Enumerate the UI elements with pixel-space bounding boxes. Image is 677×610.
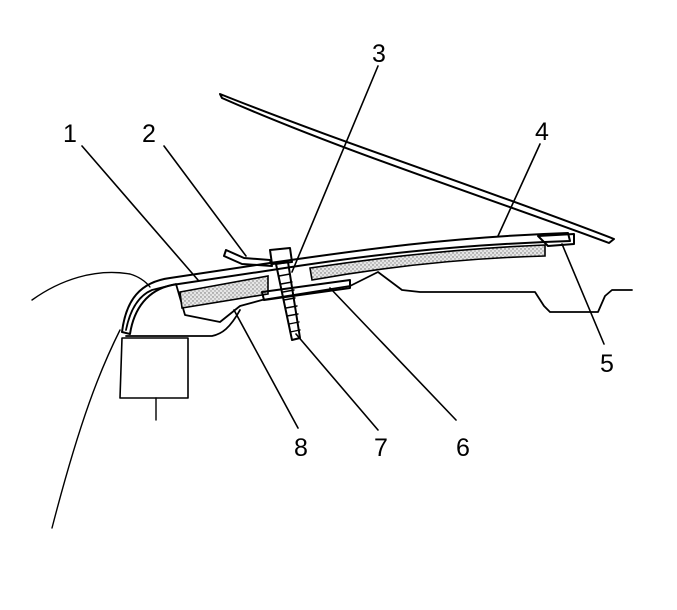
- leader-5: [561, 243, 605, 345]
- fender-outline: [51, 329, 121, 529]
- windshield-molding: [537, 233, 575, 247]
- callout-6: 6: [456, 434, 470, 462]
- callout-1: 1: [63, 120, 77, 148]
- retainer-plate: [261, 279, 351, 301]
- callout-labels: 1 2 3 4 5 6 7 8: [63, 40, 614, 462]
- leader-7: [295, 333, 379, 431]
- leader-6: [329, 287, 457, 421]
- callout-5: 5: [600, 350, 614, 378]
- support-bracket: [119, 337, 189, 421]
- callout-3: 3: [372, 40, 386, 68]
- retaining-clip: [223, 249, 273, 267]
- callout-8: 8: [294, 434, 308, 462]
- leader-4: [497, 143, 541, 237]
- callout-7: 7: [374, 434, 388, 462]
- leader-3: [291, 65, 379, 273]
- callout-2: 2: [142, 120, 156, 148]
- windshield-glass: [219, 93, 615, 244]
- cowl-vent-panel: [121, 232, 571, 335]
- leader-lines: [81, 65, 605, 431]
- leader-1: [81, 145, 199, 281]
- hood-outline: [31, 271, 151, 301]
- leader-8: [233, 309, 299, 429]
- seal-strip-right: [309, 244, 546, 281]
- seal-strip-left: [179, 275, 269, 309]
- callout-4: 4: [535, 118, 549, 146]
- leader-2: [163, 145, 247, 257]
